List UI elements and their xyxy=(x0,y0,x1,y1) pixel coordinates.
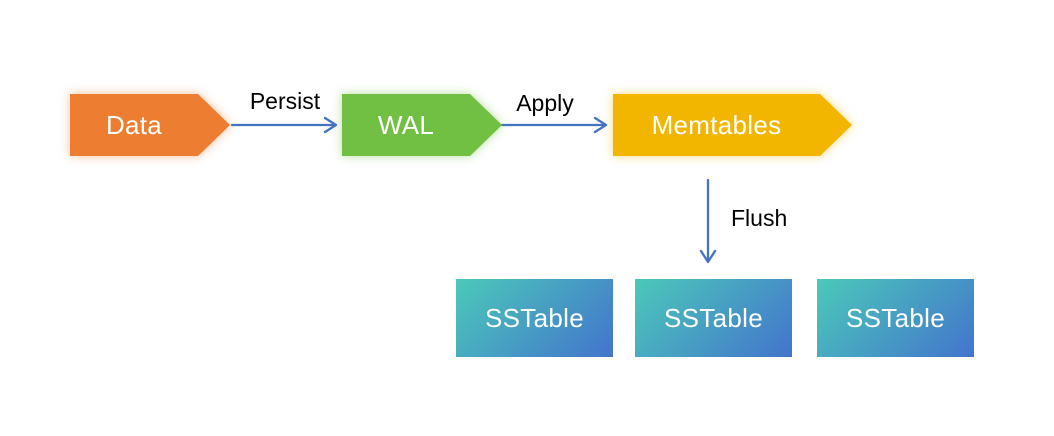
edge-label-apply: Apply xyxy=(516,90,574,116)
node-memtables-label: Memtables xyxy=(651,109,782,140)
node-memtables: Memtables xyxy=(613,94,852,156)
apply-arrow-icon xyxy=(500,116,608,134)
edge-label-flush: Flush xyxy=(731,205,788,231)
sstable-label: SSTable xyxy=(846,302,945,333)
sstable-box-1: SSTable xyxy=(456,279,613,357)
sstable-box-3: SSTable xyxy=(817,279,974,357)
sstable-label: SSTable xyxy=(485,302,584,333)
node-wal-shape: WAL xyxy=(342,94,502,156)
node-data-label: Data xyxy=(105,109,163,140)
node-data: Data xyxy=(70,94,230,156)
node-wal-label: WAL xyxy=(377,109,435,140)
edge-label-persist: Persist xyxy=(249,88,321,114)
flush-arrow-icon xyxy=(699,178,717,264)
sstable-label: SSTable xyxy=(664,302,763,333)
persist-arrow-icon xyxy=(230,116,338,134)
node-memtables-shape: Memtables xyxy=(613,94,852,156)
sstable-box-2: SSTable xyxy=(635,279,792,357)
node-data-shape: Data xyxy=(70,94,230,156)
node-wal: WAL xyxy=(342,94,502,156)
